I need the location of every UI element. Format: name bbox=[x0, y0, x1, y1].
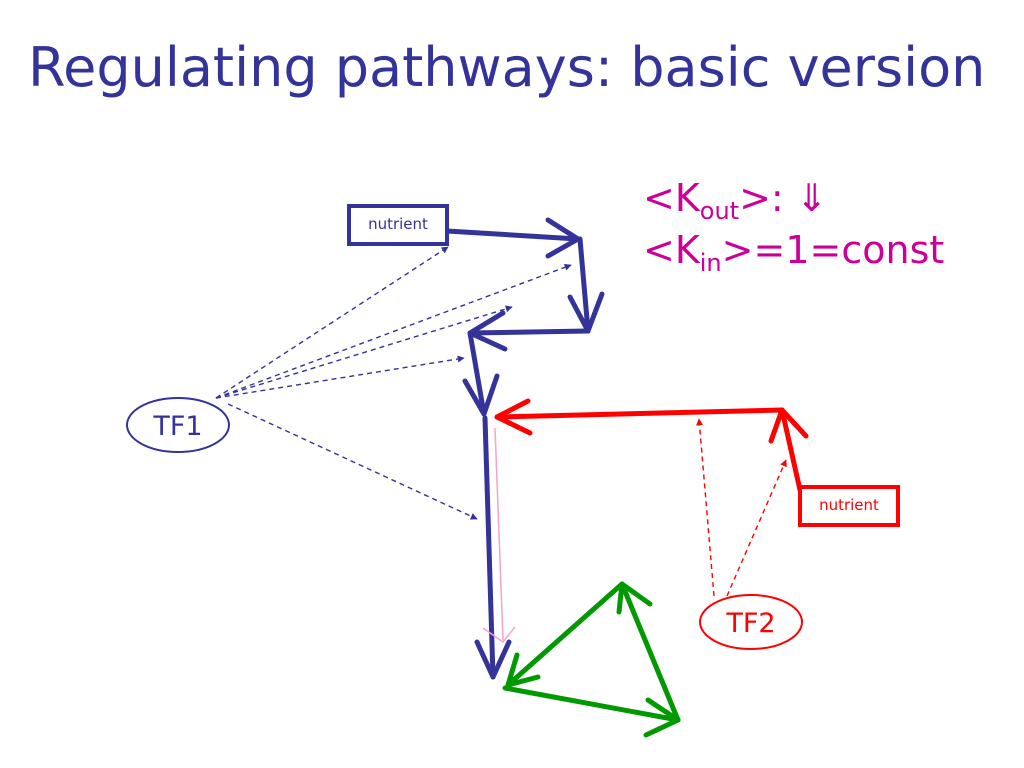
nutrient-box-red: nutrient bbox=[798, 485, 900, 527]
kout-suffix: >: ⇓ bbox=[739, 176, 828, 220]
red-arrow-2 bbox=[494, 407, 785, 420]
slide-title: Regulating pathways: basic version bbox=[28, 36, 986, 99]
green-arrow-3 bbox=[505, 581, 625, 688]
tf1-arrow-4 bbox=[215, 355, 465, 399]
tf2-arrow-2 bbox=[726, 459, 787, 597]
blue-arrow-1 bbox=[444, 228, 581, 242]
blue-arrow-3 bbox=[467, 328, 591, 336]
kout-prefix: <K bbox=[643, 176, 700, 220]
tf1-arrow-3 bbox=[215, 305, 513, 399]
tf2-label: TF2 bbox=[725, 608, 775, 639]
faint-pink-arrow bbox=[482, 427, 516, 644]
kout-subscript: out bbox=[699, 197, 740, 225]
tf1-arrow-5 bbox=[227, 403, 478, 520]
tf2-arrow-1 bbox=[696, 418, 715, 597]
green-arrowhead-3 bbox=[505, 652, 541, 688]
red-pathway bbox=[494, 398, 809, 493]
green-arrow-2 bbox=[619, 581, 681, 723]
red-arrowhead-2 bbox=[494, 398, 533, 436]
blue-arrowhead-4 bbox=[462, 373, 500, 417]
blue-arrowhead-5 bbox=[474, 639, 512, 680]
green-cycle bbox=[502, 581, 681, 738]
tf1-label: TF1 bbox=[152, 411, 202, 442]
tf2-ellipse: TF2 bbox=[699, 594, 803, 650]
kin-suffix: >=1=const bbox=[721, 228, 945, 272]
nutrient-blue-label: nutrient bbox=[368, 215, 428, 233]
red-arrow-1 bbox=[779, 407, 803, 493]
blue-arrow-5 bbox=[482, 415, 496, 680]
tf1-regulation-arrows bbox=[215, 246, 572, 520]
kin-note: <Kin>=1=const bbox=[643, 228, 944, 277]
blue-arrow-2 bbox=[577, 236, 591, 334]
green-arrow-1 bbox=[502, 685, 681, 723]
nutrient-box-blue: nutrient bbox=[347, 204, 449, 246]
kin-subscript: in bbox=[699, 249, 722, 277]
kout-note: <Kout>: ⇓ bbox=[643, 176, 828, 225]
tf1-arrow-2 bbox=[215, 263, 572, 399]
blue-pathway bbox=[444, 217, 605, 680]
tf1-arrow-1 bbox=[215, 246, 449, 399]
tf1-ellipse: TF1 bbox=[126, 397, 230, 453]
blue-arrow-4 bbox=[467, 330, 487, 417]
kin-prefix: <K bbox=[643, 228, 700, 272]
nutrient-red-label: nutrient bbox=[819, 496, 879, 514]
tf2-regulation-arrows bbox=[696, 418, 787, 597]
